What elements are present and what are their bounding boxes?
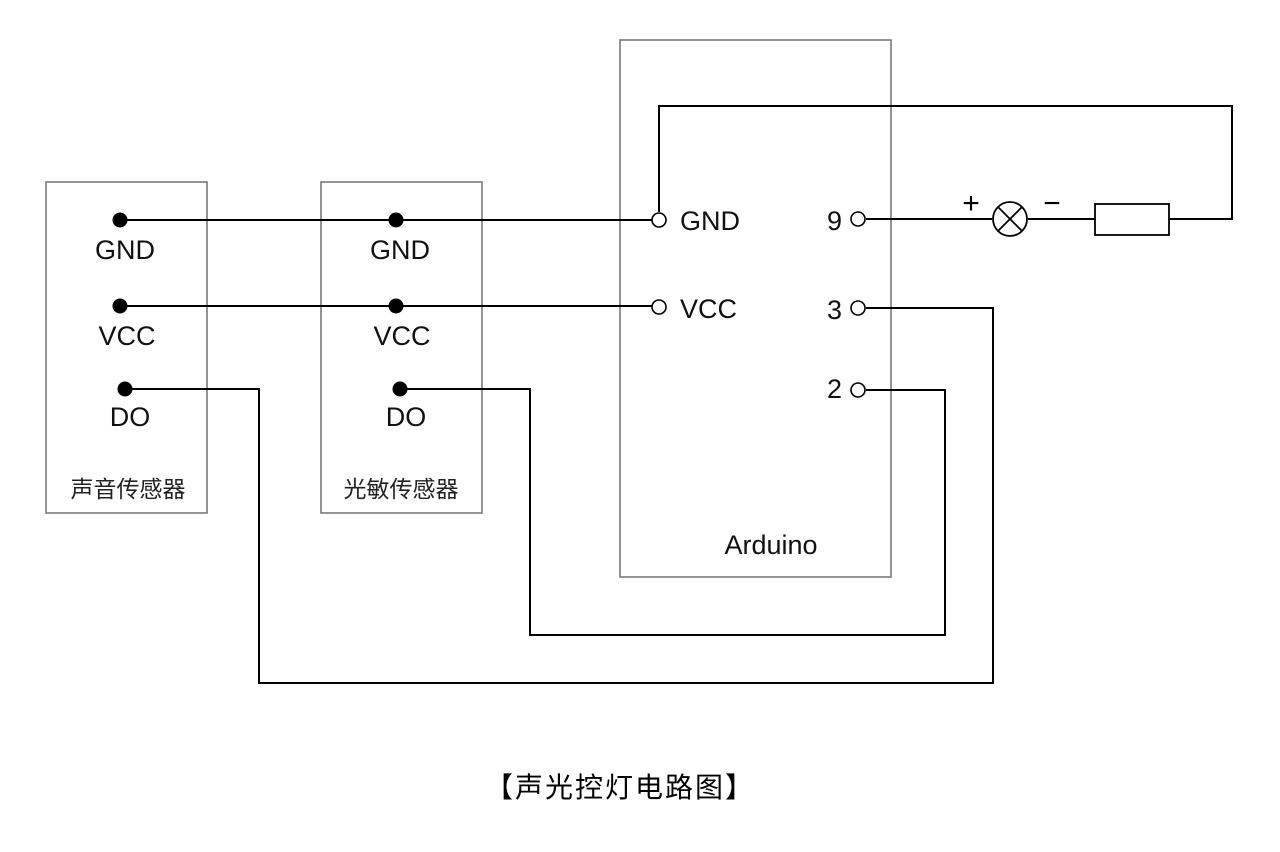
sound-do-dot <box>117 381 133 397</box>
sound-gnd-dot <box>112 212 128 228</box>
arduino-gnd-label: GND <box>680 206 740 236</box>
sound-do-to-pin3-wire <box>125 307 994 684</box>
light-vcc-dot <box>388 298 404 314</box>
arduino-pin2-label: 2 <box>827 374 842 404</box>
light-do-to-pin2-wire <box>400 388 946 636</box>
arduino-pin3-terminal <box>850 300 866 316</box>
light-do-label: DO <box>386 402 427 432</box>
resistor-symbol <box>1094 203 1170 236</box>
light-sensor-box <box>320 181 483 514</box>
sound-do-label: DO <box>110 402 151 432</box>
light-do-dot <box>392 381 408 397</box>
sound-gnd-label: GND <box>95 235 155 265</box>
arduino-pin3-label: 3 <box>827 295 842 325</box>
sound-vcc-dot <box>112 298 128 314</box>
light-vcc-label: VCC <box>373 321 430 351</box>
diagram-caption: 【声光控灯电路图】 <box>485 771 755 804</box>
arduino-vcc-terminal <box>651 299 667 315</box>
lamp-minus-label: − <box>1043 187 1061 220</box>
light-sensor-name: 光敏传感器 <box>344 477 459 503</box>
arduino-pin2-terminal <box>850 382 866 398</box>
arduino-vcc-label: VCC <box>680 294 737 324</box>
arduino-name: Arduino <box>724 530 817 560</box>
arduino-pin9-label: 9 <box>827 206 842 236</box>
arduino-pin9-terminal <box>850 211 866 227</box>
light-gnd-dot <box>388 212 404 228</box>
gnd-return-wire <box>658 105 1233 220</box>
arduino-gnd-terminal <box>651 212 667 228</box>
lamp-symbol <box>992 201 1028 237</box>
sound-vcc-label: VCC <box>98 321 155 351</box>
sound-sensor-box <box>45 181 208 514</box>
lamp-plus-label: + <box>962 187 980 220</box>
sound-sensor-name: 声音传感器 <box>71 477 186 503</box>
light-gnd-label: GND <box>370 235 430 265</box>
